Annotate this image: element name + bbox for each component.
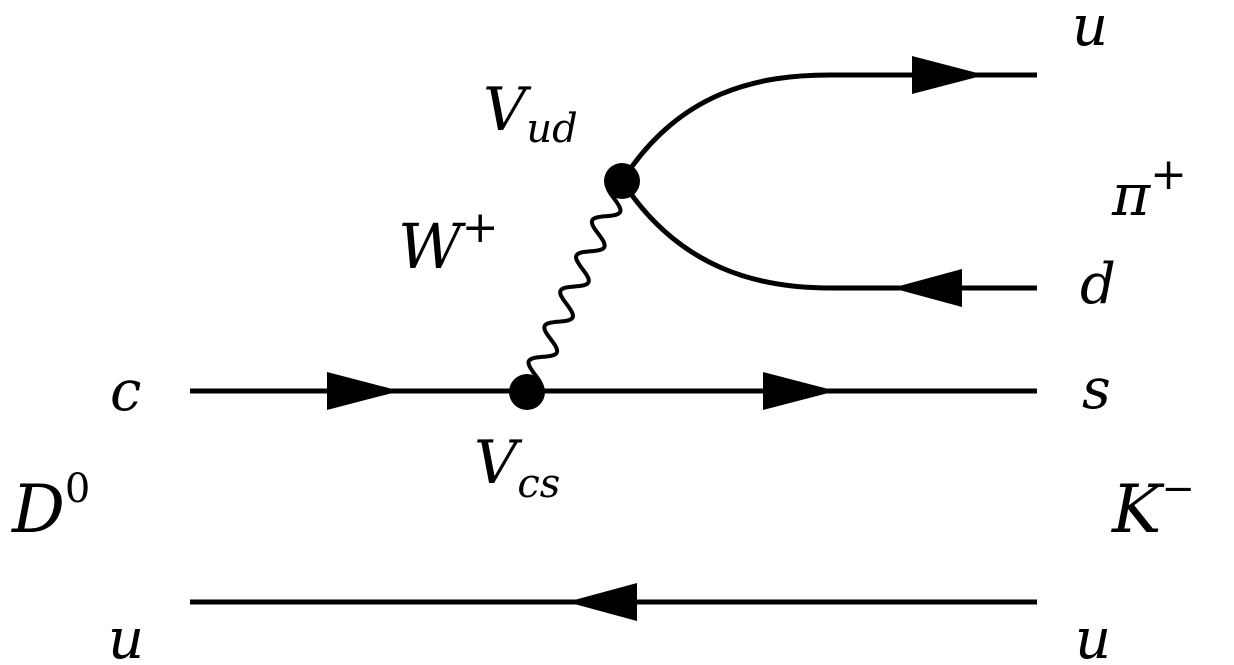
label-c-in: c (110, 359, 141, 424)
label-vcs-base: V (474, 428, 523, 498)
label-vcs-coupling: Vcs (474, 428, 560, 507)
label-pi-plus-meson: π+ (1111, 149, 1187, 229)
vertex-bottom-dot (509, 374, 545, 410)
label-vud-coupling: Vud (483, 75, 578, 152)
label-pi-base: π (1111, 161, 1151, 229)
label-s-out: s (1082, 357, 1111, 422)
label-pi-sup: + (1150, 149, 1187, 200)
d-antiquark-out-line (619, 179, 1037, 291)
label-k-base: K (1111, 471, 1165, 548)
label-u-out-bottom: u (1075, 607, 1111, 665)
label-w-boson: W+ (398, 202, 499, 283)
label-d0-sup: 0 (65, 466, 90, 512)
label-u-in: u (108, 607, 144, 665)
label-w-base: W (398, 210, 466, 283)
label-d-out: d (1080, 252, 1116, 317)
label-vud-sub: ud (526, 106, 577, 152)
u-out-arrow (912, 56, 985, 94)
label-k-sup: − (1161, 466, 1195, 512)
label-k-minus-meson: K− (1111, 466, 1195, 548)
s-line-arrow (763, 372, 836, 410)
label-vud-base: V (483, 75, 532, 145)
label-d0-meson: D0 (11, 466, 90, 548)
spectator-u-arrow (567, 583, 637, 621)
vertex-top-dot (604, 163, 640, 199)
c-line-arrow (327, 372, 400, 410)
w-boson-propagator (526, 179, 623, 394)
label-w-sup: + (462, 202, 499, 253)
label-vcs-sub: cs (517, 461, 560, 507)
u-quark-out-line (619, 72, 1037, 183)
d-out-arrow (892, 269, 962, 307)
label-d0-base: D (11, 471, 65, 548)
label-u-out-top: u (1072, 0, 1108, 59)
